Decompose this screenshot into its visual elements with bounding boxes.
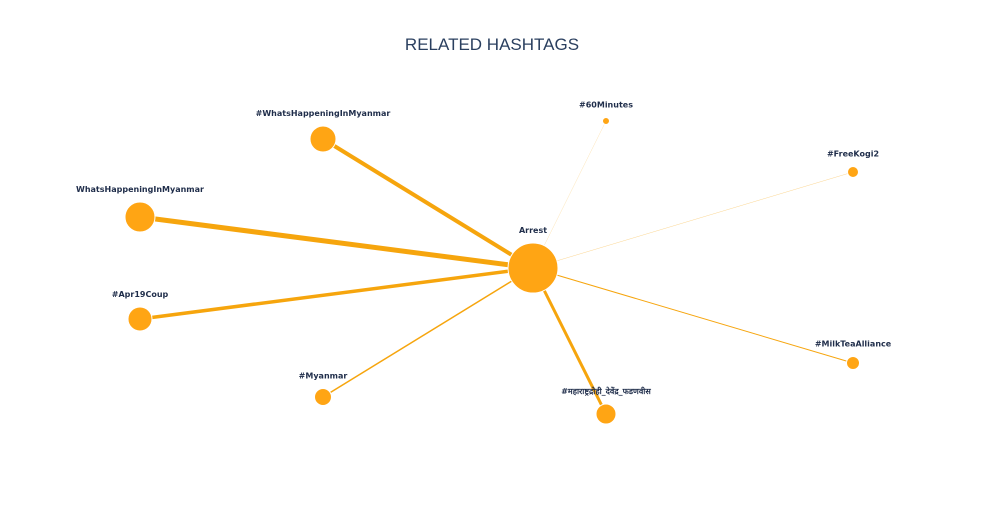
node-label-milkteaalliance: #MilkTeaAlliance: [815, 340, 892, 349]
edge-freekogi2: [532, 171, 854, 269]
edge-whatshappeninginmyanmar: [139, 214, 534, 271]
edge-maharashtradrohi: [531, 267, 608, 415]
node-arrest[interactable]: [507, 242, 559, 294]
node-label-whatshappeninginmyanmar-hash: #WhatsHappeningInMyanmar: [256, 109, 391, 118]
edge-milkteaalliance: [532, 267, 854, 364]
node-apr19coup[interactable]: [127, 306, 153, 332]
node-label-freekogi2: #FreeKogi2: [827, 150, 879, 159]
node-label-myanmar: #Myanmar: [299, 372, 348, 381]
node-label-maharashtradrohi: #महाराष्ट्रद्रोही_देवेंद्र_फडणवीस: [561, 386, 651, 396]
edge-60minutes: [532, 120, 607, 269]
node-label-whatshappeninginmyanmar: WhatsHappeningInMyanmar: [76, 185, 204, 194]
node-freekogi2[interactable]: [847, 166, 859, 178]
chart-title: RELATED HASHTAGS: [405, 35, 579, 54]
node-myanmar[interactable]: [314, 388, 332, 406]
edge-whatshappeninginmyanmar-hash: [321, 137, 535, 270]
node-label-60minutes: #60Minutes: [579, 101, 633, 110]
node-60minutes[interactable]: [602, 117, 610, 125]
edge-apr19coup: [139, 266, 534, 321]
label-layer: #WhatsHappeningInMyanmarWhatsHappeningIn…: [76, 101, 892, 397]
edge-myanmar: [322, 267, 534, 398]
node-whatshappeninginmyanmar[interactable]: [124, 201, 156, 233]
node-whatshappeninginmyanmar-hash[interactable]: [309, 125, 337, 153]
node-label-arrest: Arrest: [519, 226, 547, 235]
edge-layer: [139, 120, 854, 415]
node-layer: [124, 117, 860, 425]
node-maharashtradrohi[interactable]: [595, 403, 617, 425]
node-label-apr19coup: #Apr19Coup: [112, 290, 169, 299]
node-milkteaalliance[interactable]: [846, 356, 860, 370]
